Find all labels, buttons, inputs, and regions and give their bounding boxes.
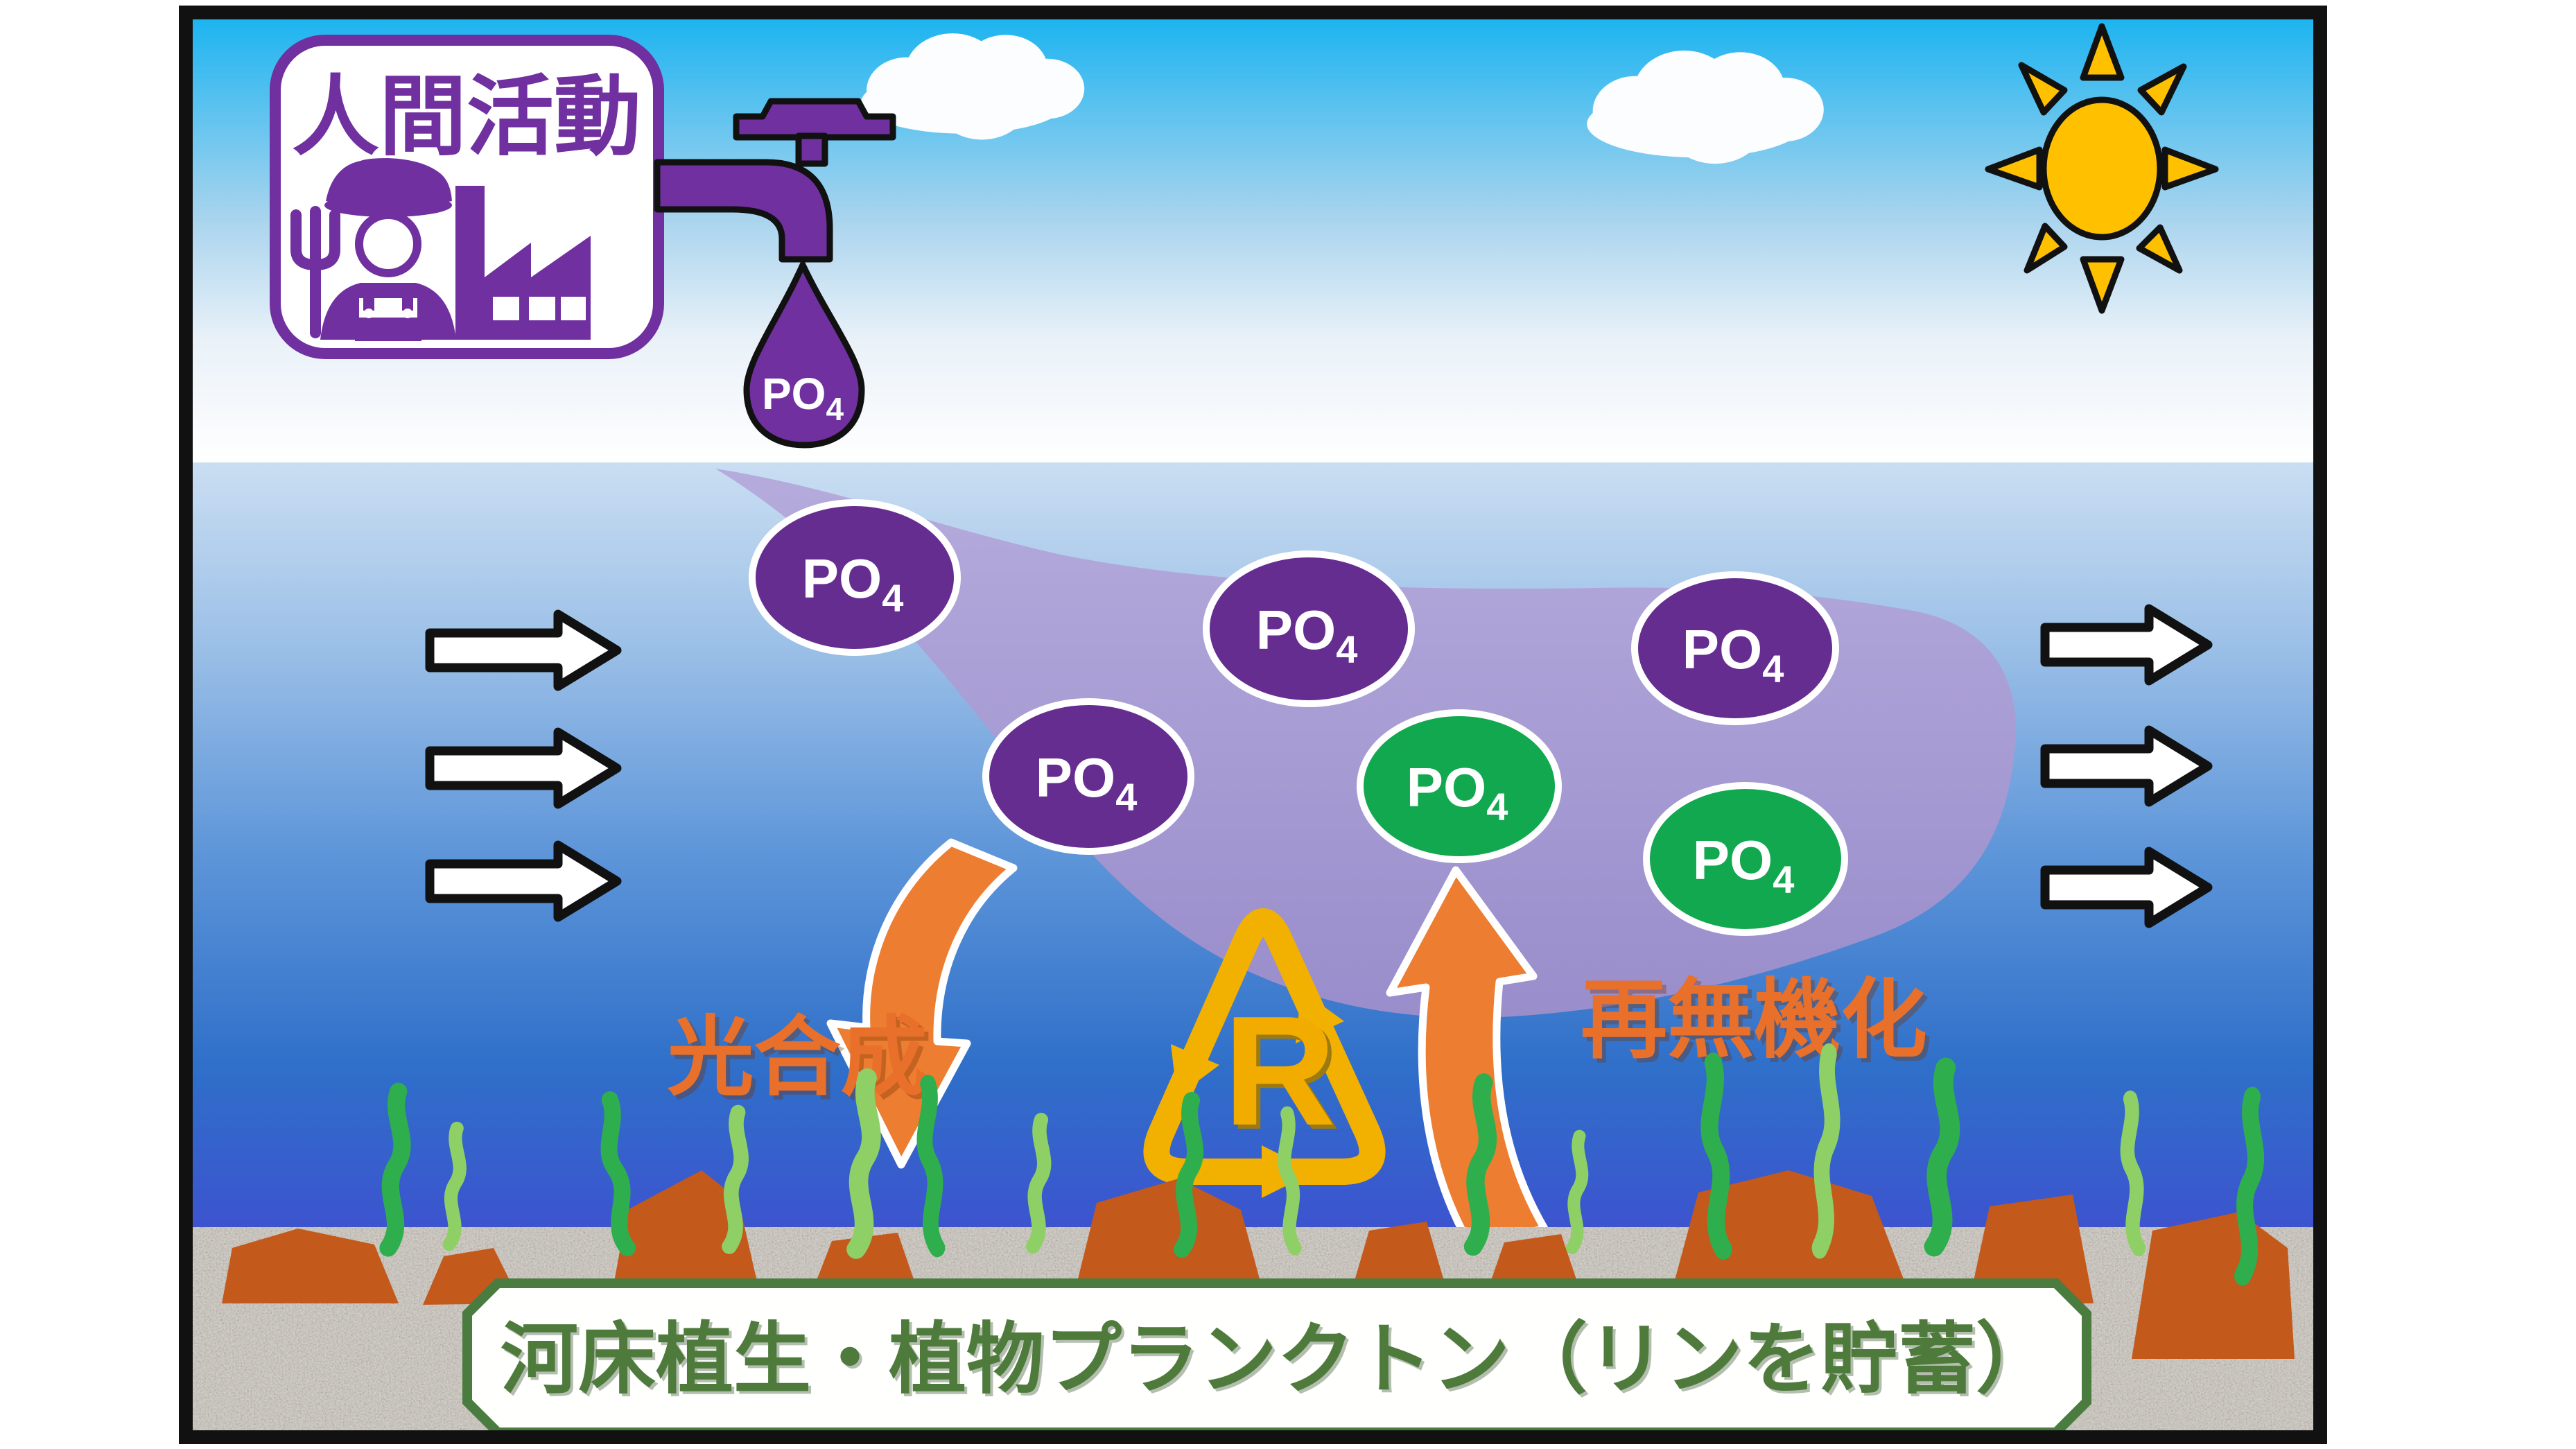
svg-text:PO4: PO4 [802,548,904,620]
flow-arrow-right-1 [2040,604,2213,686]
faucet-icon [654,98,896,263]
photosynthesis-label: 光合成 [668,1009,928,1106]
human-activity-title: 人間活動 [292,68,641,166]
svg-text:PO4: PO4 [1693,829,1795,901]
rock [222,1229,399,1303]
flow-arrow-left-1 [425,609,622,691]
algae-strand [925,1084,937,1249]
flow-arrow-right-2 [2040,725,2213,807]
po4-molecule-purple-3: PO4 [982,698,1194,855]
algae-strand [1182,1100,1195,1249]
farmer-icon [290,158,456,341]
algae-strand [1572,1136,1582,1248]
rock [1669,1170,1912,1301]
riverbed-banner: 河床植生・植物プランクトン（リンを貯蓄） [462,1278,2091,1430]
po4-molecule-green-1: PO4 [1357,709,1562,863]
flow-arrow-left-3 [425,840,622,922]
po4-molecule-green-2: PO4 [1643,782,1848,936]
algae-strand [388,1091,402,1248]
sun-icon [1985,23,2219,314]
algae-strand [856,1078,871,1249]
svg-text:PO4: PO4 [762,369,844,427]
algae-strand [1934,1068,1950,1247]
algae-strand [1473,1083,1488,1247]
algae-strand [729,1113,741,1247]
po4-molecule-purple-4: PO4 [1631,571,1839,725]
po4-molecule-purple-1: PO4 [749,499,961,656]
algae-strand [1709,1063,1723,1249]
algae-strand [1033,1120,1044,1247]
rock [1071,1179,1267,1307]
factory-icon [455,186,591,340]
svg-text:PO4: PO4 [1682,618,1784,691]
rock [1969,1195,2094,1303]
algae-strand [2243,1097,2256,1276]
flow-arrow-left-2 [425,727,622,809]
recycle-letter: R [1224,983,1337,1158]
svg-text:PO4: PO4 [1256,599,1358,671]
algae-strand [2127,1099,2139,1248]
svg-text:PO4: PO4 [1036,747,1138,819]
human-activity-box: 人間活動 [270,35,664,359]
remineralization-label: 再無機化 [1581,972,1927,1068]
frame-border [179,6,2327,1444]
po4-molecule-purple-2: PO4 [1203,550,1415,707]
banner-text: 河床植生・植物プランクトン（リンを貯蓄） [501,1316,2053,1403]
algae-strand [1820,1055,1832,1249]
svg-text:PO4: PO4 [1407,756,1508,828]
algae-strand [1285,1114,1295,1249]
flow-arrow-right-3 [2040,847,2213,928]
algae-strand [449,1128,460,1244]
po4-droplet: PO4 [743,257,865,449]
droplet-icon [743,257,865,449]
